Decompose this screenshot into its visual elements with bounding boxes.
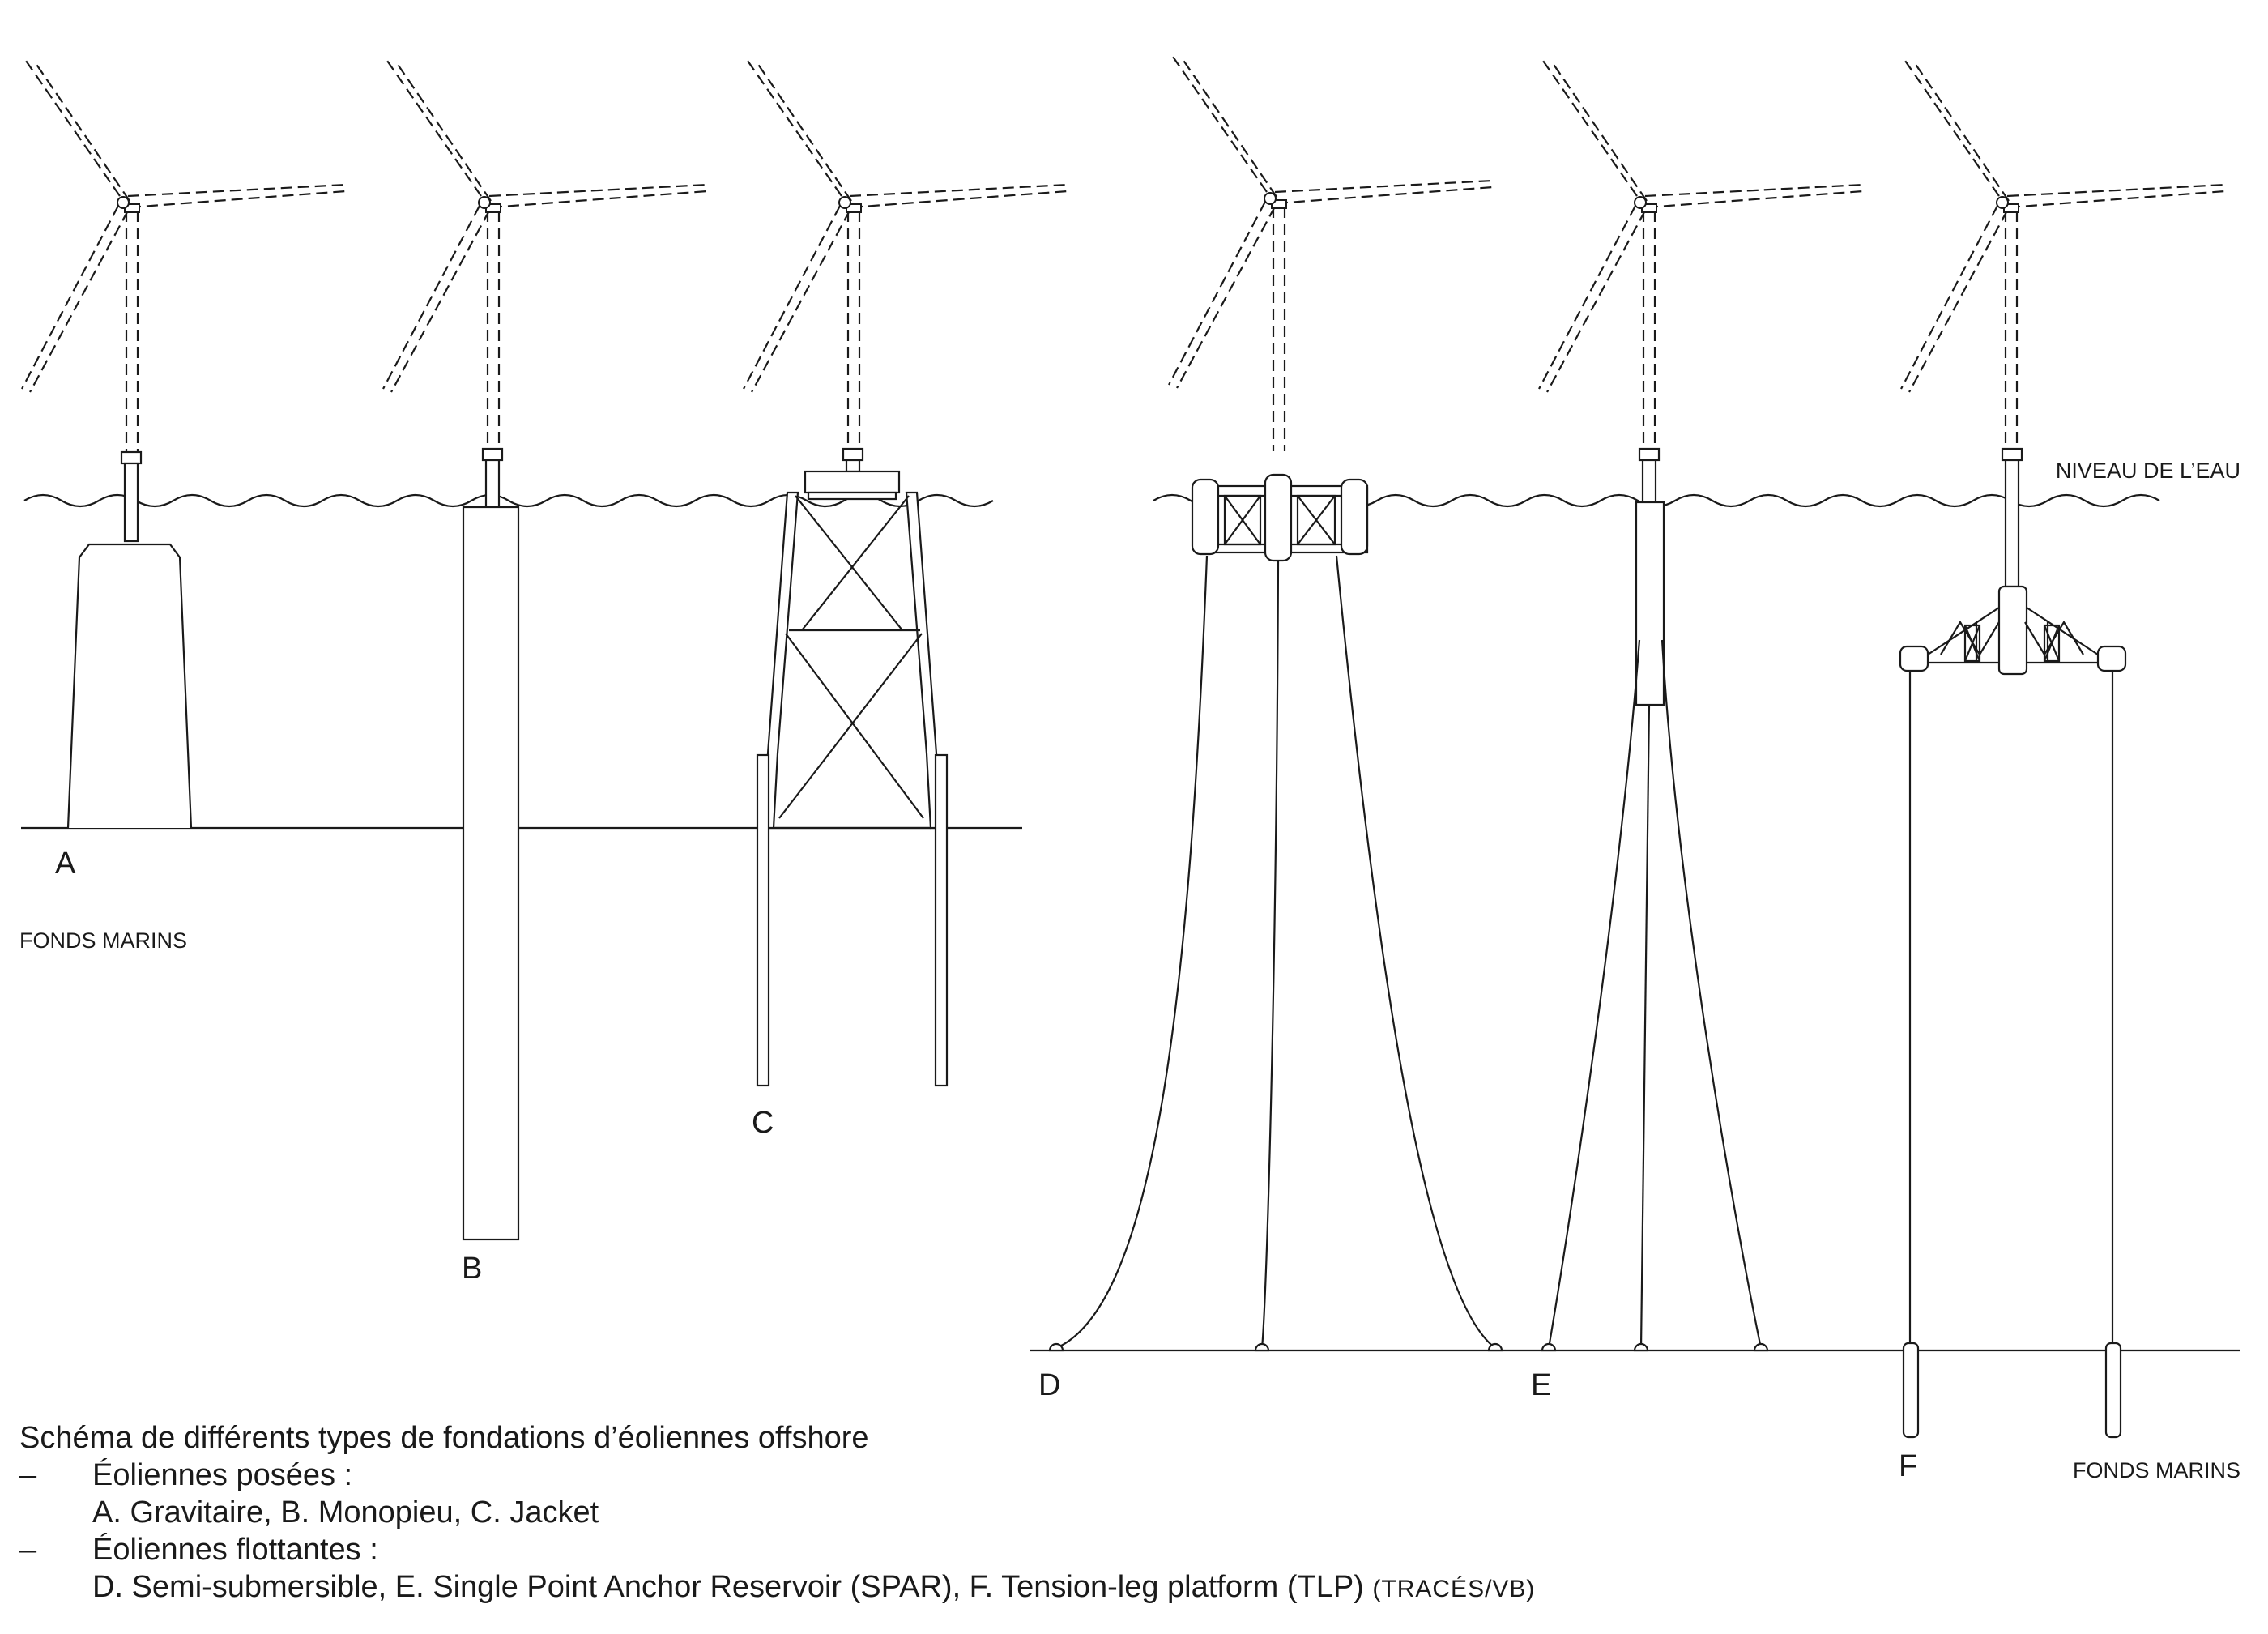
semisubmersible-foundation bbox=[1048, 473, 1503, 1352]
caption-dash-2: – bbox=[19, 1533, 37, 1567]
seabed-label-right: FONDS MARINS bbox=[2073, 1458, 2240, 1483]
caption-group2-title: Éoliennes flottantes : bbox=[92, 1533, 378, 1567]
water-line-left bbox=[23, 493, 994, 508]
turbine-a bbox=[20, 59, 347, 457]
caption-group-flottantes: – Éoliennes flottantes : bbox=[19, 1531, 1535, 1568]
turbine-f bbox=[1899, 59, 2227, 457]
label-c: C bbox=[752, 1106, 774, 1140]
seabed-label-left: FONDS MARINS bbox=[19, 928, 187, 953]
spar-foundation bbox=[1541, 447, 1769, 1352]
jacket-foundation bbox=[756, 447, 949, 1087]
gravity-foundation bbox=[66, 450, 193, 829]
turbine-c bbox=[742, 59, 1069, 457]
turbine-e bbox=[1537, 59, 1865, 457]
caption-group1-items: A. Gravitaire, B. Monopieu, C. Jacket bbox=[92, 1495, 599, 1529]
caption-group-posees: – Éoliennes posées : bbox=[19, 1457, 1535, 1494]
figure-caption: Schéma de différents types de fondations… bbox=[19, 1419, 1535, 1608]
turbine-b bbox=[382, 59, 709, 457]
label-b: B bbox=[462, 1252, 482, 1286]
monopile-foundation bbox=[462, 447, 520, 1241]
caption-credit: (TRACÉS/VB) bbox=[1372, 1576, 1536, 1602]
caption-title: Schéma de différents types de fondations… bbox=[19, 1421, 869, 1455]
turbine-d bbox=[1167, 55, 1494, 453]
caption-dash-1: – bbox=[19, 1458, 37, 1492]
label-e: E bbox=[1531, 1368, 1551, 1402]
label-f: F bbox=[1899, 1449, 1917, 1483]
caption-group2-line: D. Semi-submersible, E. Single Point Anc… bbox=[19, 1568, 1535, 1608]
tlp-foundation bbox=[1899, 447, 2127, 1439]
caption-group2-items: D. Semi-submersible, E. Single Point Anc… bbox=[92, 1570, 1364, 1604]
label-d: D bbox=[1038, 1368, 1060, 1402]
caption-group1-title: Éoliennes posées : bbox=[92, 1458, 353, 1492]
water-level-label: NIVEAU DE L’EAU bbox=[2056, 459, 2240, 483]
label-a: A bbox=[55, 847, 76, 881]
